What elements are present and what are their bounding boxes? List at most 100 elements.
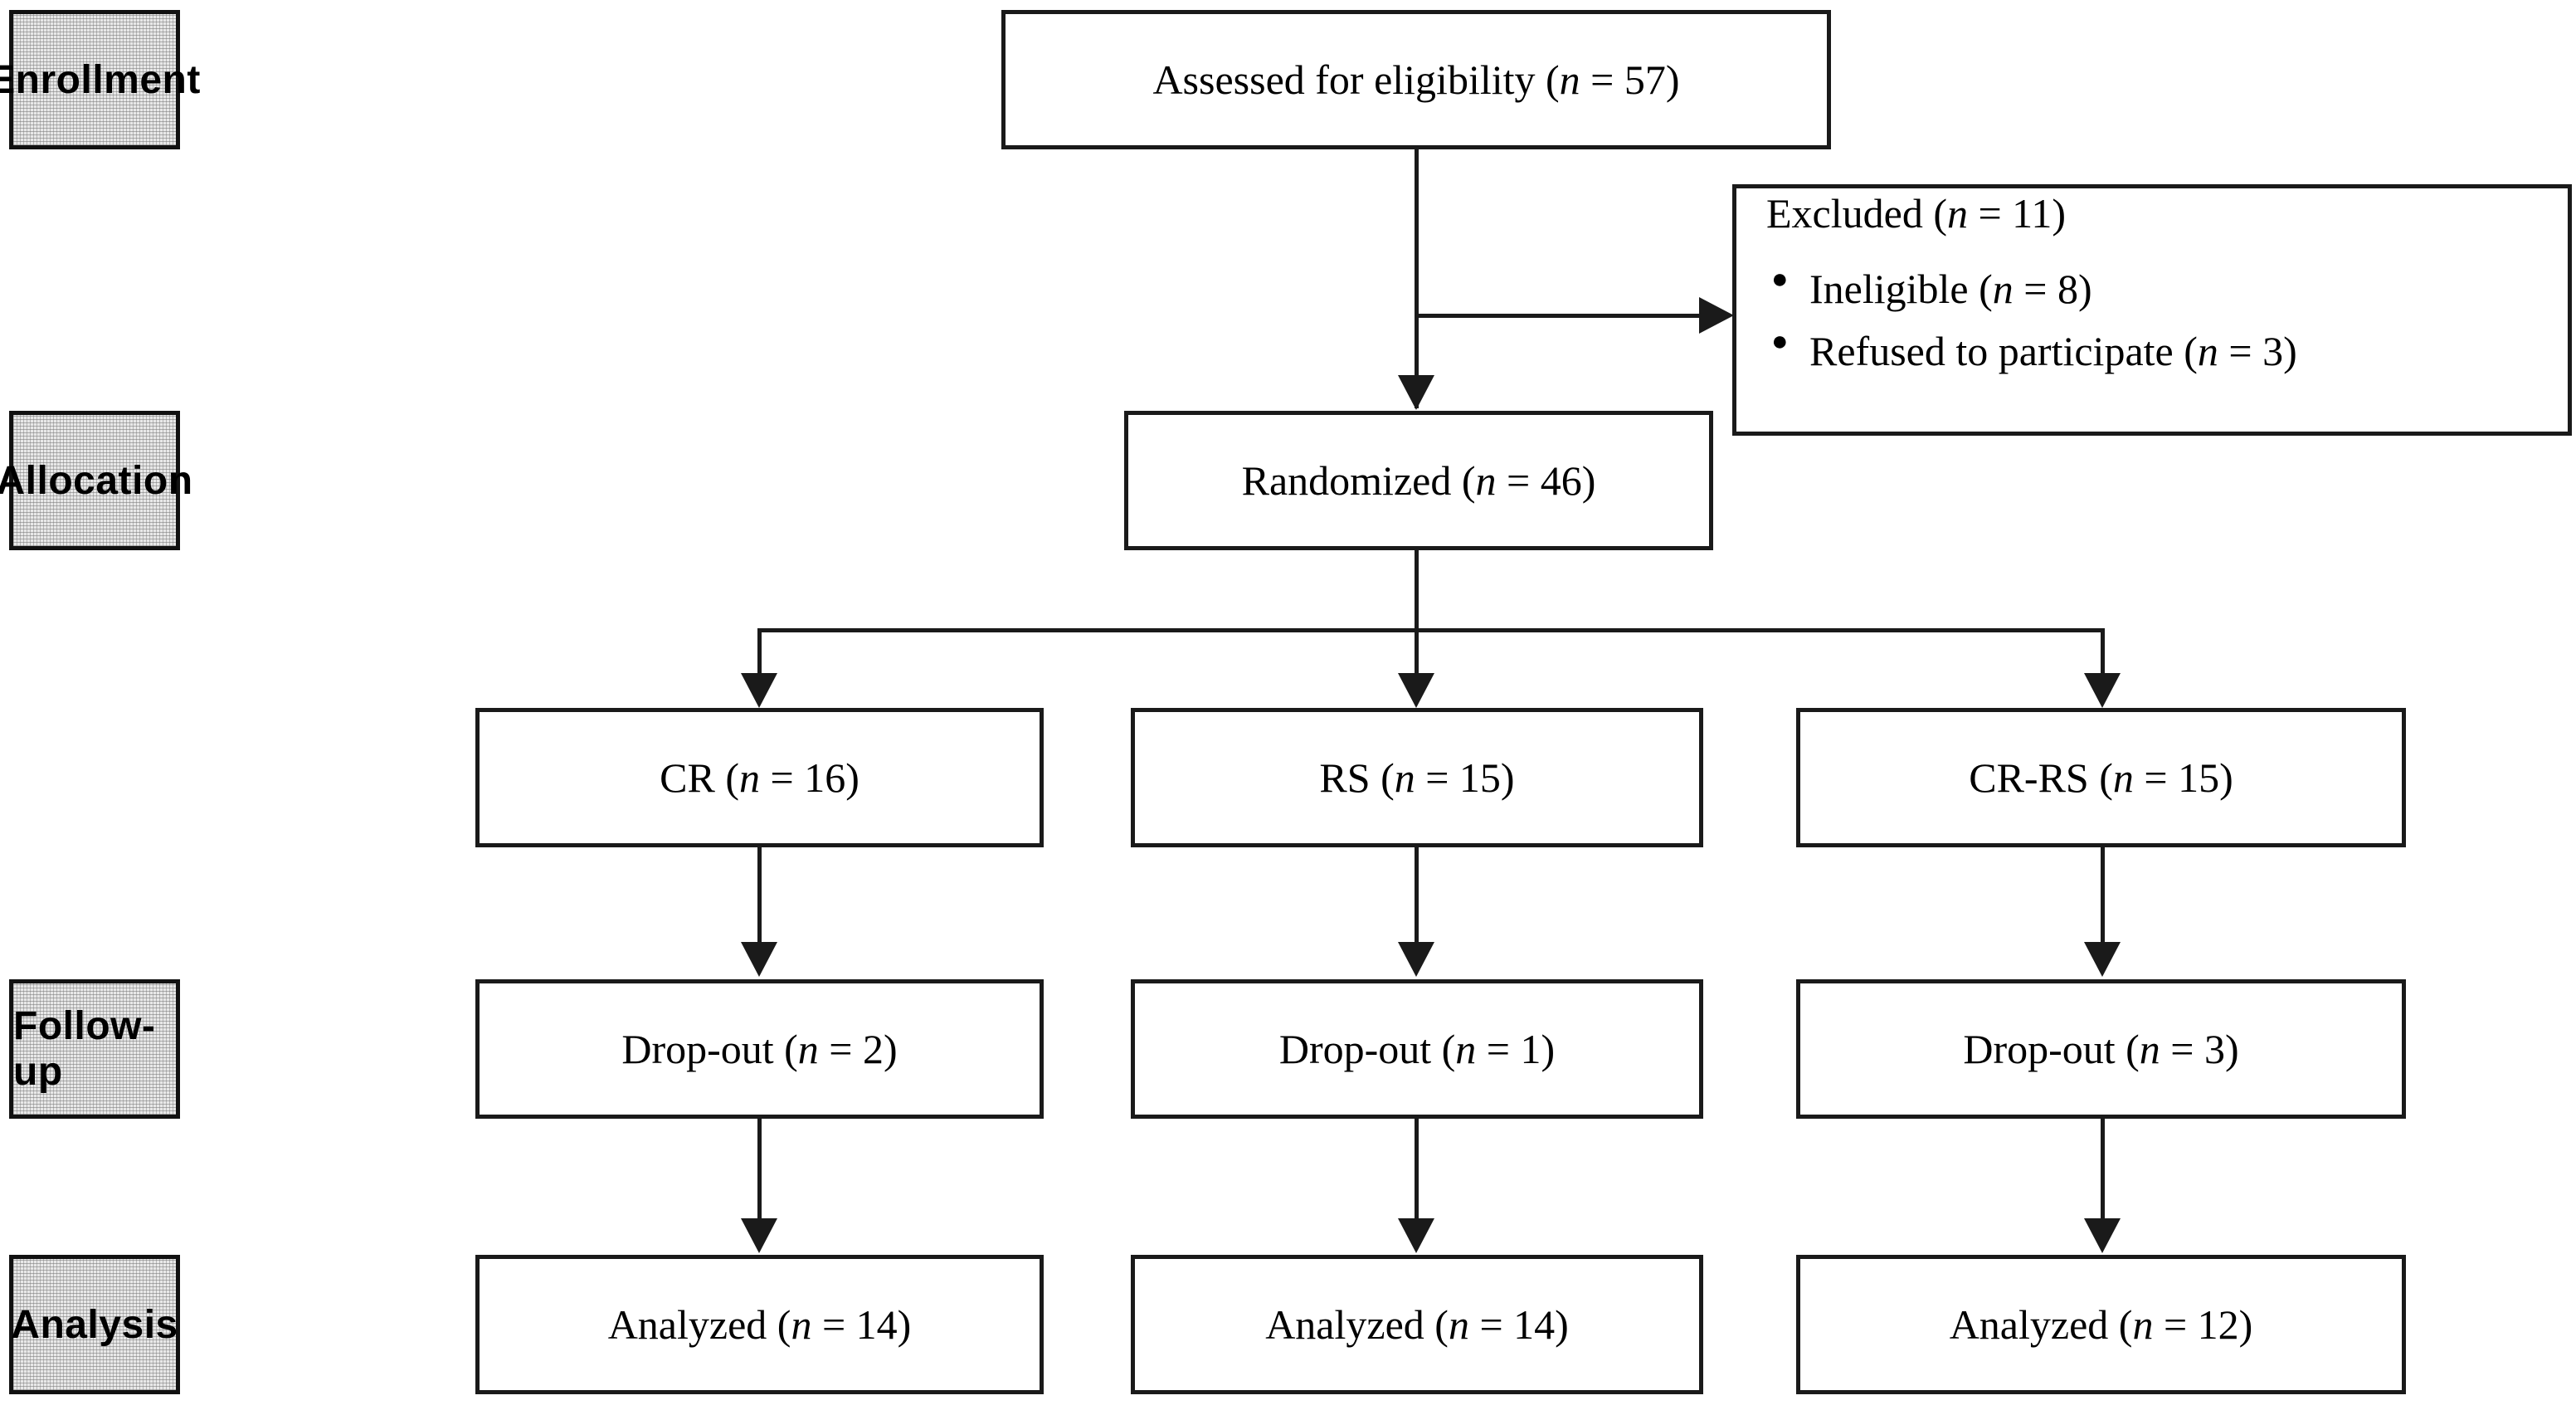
list-item: Ineligible (n = 8) [1766, 262, 2297, 315]
analyzed-cr-count: 14 [855, 1300, 898, 1348]
equals-sign: = [760, 754, 805, 801]
equals-sign: = [2160, 1025, 2204, 1072]
node-arm-cr: CR (n = 16) [475, 708, 1044, 847]
ineligible-count: 8 [2057, 266, 2078, 312]
connector-branch-rs [1415, 628, 1419, 680]
list-item: Refused to participate (n = 3) [1766, 324, 2297, 377]
connector-crrs-to-dropout [2101, 847, 2105, 947]
connector-randomized-stem [1415, 550, 1419, 631]
equals-sign: = [1415, 754, 1459, 801]
n-symbol: n [2132, 1300, 2154, 1348]
equals-sign: = [811, 1300, 856, 1348]
arrowhead-branch-cr-icon [741, 673, 777, 708]
connector-cr-to-dropout [757, 847, 762, 947]
node-arm-rs: RS (n = 15) [1131, 708, 1703, 847]
connector-assessed-trunk [1415, 149, 1419, 408]
connector-dropout-rs-to-analyzed [1415, 1119, 1419, 1220]
equals-sign: = [2218, 328, 2263, 374]
node-analyzed-cr-text: Analyzed (n = 14) [607, 1300, 912, 1348]
connector-split-bar [757, 628, 2105, 632]
arrowhead-to-randomized-icon [1398, 375, 1434, 410]
equals-sign: = [2153, 1300, 2198, 1348]
node-dropout-rs-text: Drop-out (n = 1) [1278, 1025, 1556, 1072]
stage-label-analysis-text: Analysis [11, 1302, 178, 1347]
n-symbol: n [1448, 1300, 1469, 1348]
stage-label-allocation-text: Allocation [0, 458, 193, 503]
equals-sign: = [2013, 266, 2057, 312]
node-randomized: Randomized (n = 46) [1124, 411, 1713, 550]
node-analyzed-crrs-text: Analyzed (n = 12) [1949, 1300, 2253, 1348]
node-excluded: Excluded (n = 11) Ineligible (n = 8) Ref… [1732, 184, 2572, 436]
refused-count: 3 [2262, 328, 2284, 374]
arrowhead-rs-analyzed-icon [1398, 1218, 1434, 1253]
n-symbol: n [2197, 328, 2218, 374]
arrowhead-cr-dropout-icon [741, 942, 777, 977]
connector-branch-cr [757, 628, 762, 680]
n-symbol: n [791, 1300, 812, 1348]
stage-label-analysis: Analysis [9, 1255, 180, 1394]
connector-to-excluded [1415, 314, 1701, 318]
excluded-reason-list: Ineligible (n = 8) Refused to participat… [1766, 252, 2297, 377]
n-symbol: n [739, 754, 760, 801]
analyzed-rs-count: 14 [1513, 1300, 1556, 1348]
n-symbol: n [2139, 1025, 2160, 1072]
assessed-count: 57 [1624, 56, 1666, 103]
node-arm-crrs-text: CR-RS (n = 15) [1969, 754, 2233, 801]
equals-sign: = [818, 1025, 863, 1072]
analyzed-crrs-count: 12 [2197, 1300, 2239, 1348]
randomized-count: 46 [1540, 456, 1582, 504]
node-analyzed-cr: Analyzed (n = 14) [475, 1255, 1044, 1394]
node-dropout-cr: Drop-out (n = 2) [475, 979, 1044, 1119]
node-assessed-text: Assessed for eligibility (n = 57) [1152, 56, 1680, 103]
node-analyzed-rs: Analyzed (n = 14) [1131, 1255, 1703, 1394]
stage-label-enrollment: Enrollment [0, 10, 200, 149]
arrowhead-branch-rs-icon [1398, 673, 1434, 708]
node-randomized-text: Randomized (n = 46) [1241, 456, 1596, 504]
stage-label-followup: Follow-up [9, 979, 180, 1119]
stage-label-enrollment-text: Enrollment [0, 57, 201, 102]
n-symbol: n [1992, 266, 2014, 312]
stage-label-followup-text: Follow-up [13, 1004, 156, 1094]
equals-sign: = [2133, 754, 2179, 801]
equals-sign: = [1468, 1300, 1514, 1348]
node-dropout-crrs-text: Drop-out (n = 3) [1963, 1025, 2239, 1072]
arrowhead-crrs-analyzed-icon [2084, 1218, 2121, 1253]
n-symbol: n [1559, 56, 1580, 103]
equals-sign: = [1496, 456, 1541, 504]
connector-dropout-cr-to-analyzed [757, 1119, 762, 1220]
n-symbol: n [1394, 754, 1415, 801]
arrowhead-to-excluded-icon [1699, 297, 1734, 334]
node-dropout-cr-text: Drop-out (n = 2) [621, 1025, 898, 1072]
connector-rs-to-dropout [1415, 847, 1419, 947]
arrowhead-crrs-dropout-icon [2084, 942, 2121, 977]
node-analyzed-rs-text: Analyzed (n = 14) [1265, 1300, 1569, 1348]
node-assessed-for-eligibility: Assessed for eligibility (n = 57) [1001, 10, 1831, 149]
n-symbol: n [797, 1025, 819, 1072]
connector-branch-crrs [2101, 628, 2105, 680]
arm-crrs-count: 15 [2178, 754, 2220, 801]
equals-sign: = [1967, 190, 2013, 237]
dropout-cr-count: 2 [863, 1025, 884, 1072]
n-symbol: n [1475, 456, 1497, 504]
node-dropout-rs: Drop-out (n = 1) [1131, 979, 1703, 1119]
node-dropout-crrs: Drop-out (n = 3) [1796, 979, 2406, 1119]
stage-label-allocation: Allocation [0, 411, 192, 550]
connector-dropout-crrs-to-analyzed [2101, 1119, 2105, 1220]
arrowhead-cr-analyzed-icon [741, 1218, 777, 1253]
equals-sign: = [1476, 1025, 1521, 1072]
arrowhead-branch-crrs-icon [2084, 673, 2121, 708]
excluded-count: 11 [2012, 190, 2053, 237]
node-arm-crrs: CR-RS (n = 15) [1796, 708, 2406, 847]
dropout-rs-count: 1 [1520, 1025, 1541, 1072]
node-arm-rs-text: RS (n = 15) [1319, 754, 1515, 801]
n-symbol: n [1946, 190, 1968, 237]
arm-rs-count: 15 [1458, 754, 1501, 801]
equals-sign: = [1580, 56, 1624, 103]
node-analyzed-crrs: Analyzed (n = 12) [1796, 1255, 2406, 1394]
dropout-crrs-count: 3 [2204, 1025, 2225, 1072]
n-symbol: n [2112, 754, 2134, 801]
n-symbol: n [1455, 1025, 1477, 1072]
arm-cr-count: 16 [804, 754, 846, 801]
arrowhead-rs-dropout-icon [1398, 942, 1434, 977]
